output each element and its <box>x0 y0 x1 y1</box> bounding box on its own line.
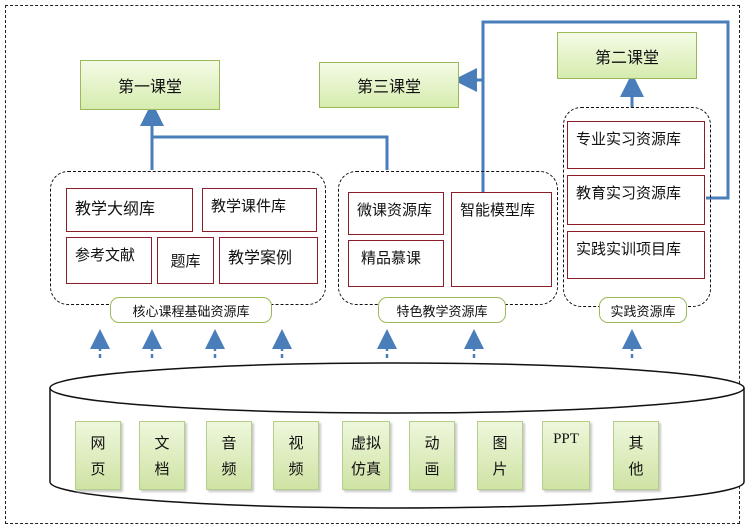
first-classroom-label: 第一课堂 <box>117 77 182 96</box>
resource-other: 其他 <box>613 421 659 490</box>
third-classroom: 第三课堂 <box>319 62 459 108</box>
core-cell-references: 参考文献 <box>66 237 152 284</box>
resource-image: 图片 <box>477 421 523 490</box>
connector-core-to-third <box>150 137 154 170</box>
featured-cell-microlecture: 微课资源库 <box>348 192 444 235</box>
featured-cell-mooc: 精品慕课 <box>348 240 444 287</box>
resource-simulation: 虚拟仿真 <box>342 421 390 490</box>
connector-model-to-top <box>481 20 730 200</box>
resource-audio: 音频 <box>206 421 252 490</box>
practice-cell-education: 教育实习资源库 <box>567 175 705 225</box>
core-cell-teaching-cases: 教学案例 <box>219 237 318 284</box>
connector-core-to-first <box>140 102 389 170</box>
resource-animation: 动画 <box>409 421 455 490</box>
first-classroom: 第一课堂 <box>80 60 220 110</box>
core-cell-question-bank: 题库 <box>157 237 214 284</box>
resource-document: 文档 <box>139 421 185 490</box>
second-classroom-label: 第二课堂 <box>594 47 659 67</box>
resource-video: 视频 <box>273 421 319 490</box>
practice-cell-training-projects: 实践实训项目库 <box>567 231 705 279</box>
practice-cell-professional: 专业实习资源库 <box>567 121 705 169</box>
core-group-label: 核心课程基础资源库 <box>110 297 272 323</box>
diagram-frame <box>5 5 740 524</box>
practice-group-label: 实践资源库 <box>599 297 687 323</box>
resource-webpage: 网页 <box>75 421 121 490</box>
core-cell-syllabus: 教学大纲库 <box>66 188 193 232</box>
core-cell-courseware: 教学课件库 <box>202 188 317 232</box>
resource-ppt: PPT <box>542 421 590 490</box>
featured-group-label: 特色教学资源库 <box>378 297 506 323</box>
featured-cell-smart-models: 智能模型库 <box>451 192 552 287</box>
second-classroom: 第二课堂 <box>557 32 697 79</box>
third-classroom-label: 第三课堂 <box>356 77 421 96</box>
